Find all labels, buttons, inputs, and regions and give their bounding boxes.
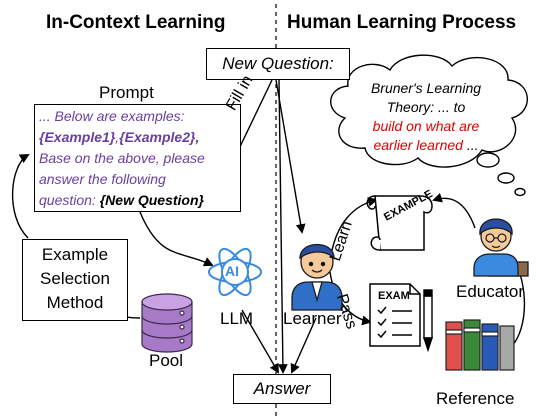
books-icon — [445, 319, 515, 371]
thought-line-4: earlier learned ... — [352, 136, 500, 155]
thought-line-4-suffix: ... — [462, 137, 479, 153]
pencil-icon — [423, 289, 433, 353]
example-scroll-icon — [366, 195, 433, 251]
arrow-question-to-answer — [277, 79, 288, 374]
prompt-line-3: Base on the above, please — [39, 150, 205, 166]
prompt-comma: , — [115, 129, 120, 145]
arrow-method-to-prompt — [11, 154, 30, 239]
example1-token: {Example1} — [39, 129, 116, 145]
new-question-box: New Question: — [206, 48, 350, 80]
prompt-line-1: ... Below are examples: — [39, 108, 185, 124]
arrow-educator-to-scroll — [432, 192, 476, 229]
arrow-pass — [329, 271, 372, 326]
exam-paper-icon — [369, 283, 421, 347]
learner-avatar-icon — [291, 244, 343, 311]
new-question-label: New Question: — [222, 54, 334, 73]
heading-human-learning-process: Human Learning Process — [287, 12, 517, 33]
arrow-llm-to-answer — [241, 309, 279, 374]
exam-text: EXAM — [378, 290, 410, 302]
thought-cloud-icon — [330, 54, 528, 197]
prompt-line-2: {Example1},{Example2}, — [39, 127, 236, 148]
ai-label: AI — [225, 263, 239, 279]
prompt-line-5: question: {New Question} — [39, 190, 236, 211]
llm-label: LLM — [220, 309, 254, 328]
method-line-3: Method — [46, 293, 104, 312]
database-pool-icon — [141, 293, 193, 353]
method-line-2: Selection — [40, 269, 110, 288]
answer-box: Answer — [233, 374, 331, 404]
prompt-text: ... Below are examples: {Example1},{Exam… — [39, 106, 236, 211]
thought-line-3: build on what are — [372, 118, 480, 134]
educator-label: Educator — [456, 282, 525, 301]
pool-label: Pool — [149, 351, 184, 370]
heading-in-context-learning: In-Context Learning — [46, 12, 226, 33]
new-question-token: {New Question} — [99, 192, 204, 208]
thought-line-1: Bruner's Learning — [370, 80, 482, 96]
thought-text: Bruner's Learning Theory: ... to build o… — [352, 79, 500, 155]
prompt-box: ... Below are examples: {Example1},{Exam… — [34, 104, 241, 212]
arrow-prompt-to-llm — [139, 211, 214, 267]
prompt-line-4: answer the following — [39, 171, 166, 187]
answer-label: Answer — [253, 379, 311, 398]
prompt-title: Prompt — [99, 83, 154, 102]
method-line-1: Example — [41, 245, 109, 264]
prompt-question-prefix: question: — [39, 192, 100, 208]
ai-brain-icon — [208, 247, 262, 297]
educator-avatar-icon — [473, 218, 529, 277]
example-selection-method-box: Example Selection Method — [22, 239, 128, 321]
example2-token: {Example2}, — [119, 129, 200, 145]
thought-line-4-red: earlier learned — [373, 137, 463, 153]
arrow-learner-to-answer — [290, 317, 317, 374]
thought-line-2: Theory: ... to — [386, 99, 466, 115]
reference-label: Reference — [436, 389, 515, 408]
arrow-question-to-learner — [275, 79, 306, 234]
learner-label: Learner — [283, 309, 342, 328]
